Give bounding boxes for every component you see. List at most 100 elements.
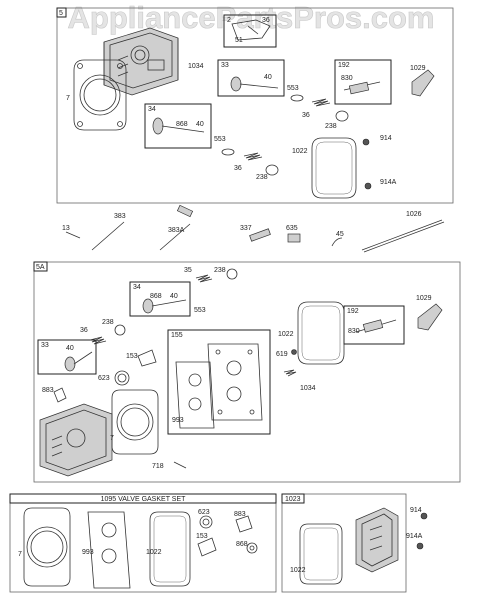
gasket-set-labels: 7 993 1022 623 883 153 868 (18, 509, 248, 558)
cover-labels: 914 914A 1022 (290, 507, 423, 574)
box-2-36 (223, 14, 277, 48)
label-1026: 1026 (406, 211, 422, 218)
label-40-box34: 40 (196, 121, 204, 128)
label-7-mid: 7 (110, 435, 114, 442)
spring-middle-upper (195, 274, 213, 283)
label-36-box: 36 (262, 17, 270, 24)
label-40-box33: 40 (66, 345, 74, 352)
label-553-lower: 553 (214, 136, 226, 143)
label-7-top: 7 (66, 95, 70, 102)
label-830-top: 830 (341, 75, 353, 82)
label-1034: 1034 (188, 63, 204, 70)
cylinder-head-top (103, 27, 179, 96)
label-40-mid: 40 (170, 293, 178, 300)
label-35: 35 (184, 267, 192, 274)
label-192-top: 192 (338, 62, 350, 69)
label-635: 635 (286, 225, 298, 232)
gasket-set-parts (23, 507, 258, 589)
label-383: 383 (114, 213, 126, 220)
label-718: 718 (152, 463, 164, 470)
label-34-mid: 34 (133, 284, 141, 291)
label-36-lower: 36 (234, 165, 242, 172)
gasket-155-parts (175, 343, 263, 429)
section-5-tag: 5 (59, 10, 63, 17)
valve-34-middle-part (142, 298, 187, 314)
screw-619 (291, 349, 297, 355)
gasket-set-title: 1095 VALVE GASKET SET (101, 496, 187, 503)
label-155: 155 (171, 332, 183, 339)
label-868-set: 868 (236, 541, 248, 548)
gasket-set-title-bar (9, 493, 277, 504)
ring-623-middle (114, 370, 130, 386)
label-553-top: 553 (287, 85, 299, 92)
label-238-mid: 238 (102, 319, 114, 326)
label-40-top: 40 (264, 74, 272, 81)
label-13: 13 (62, 225, 70, 232)
label-1034-mid: 1034 (300, 385, 316, 392)
box-34 (144, 103, 212, 149)
label-883-mid: 883 (42, 387, 54, 394)
head-gasket-top (73, 59, 127, 131)
cap-238-middle (114, 324, 126, 336)
valve-34-part (152, 117, 205, 135)
part-883-middle (53, 387, 67, 403)
label-914A-cover: 914A (406, 533, 423, 540)
label-33-mid: 33 (41, 342, 49, 349)
label-1029-mid: 1029 (416, 295, 432, 302)
head-gasket-middle (111, 389, 159, 455)
label-45: 45 (336, 231, 344, 238)
label-1022-set: 1022 (146, 549, 162, 556)
cover-tag-box (281, 493, 305, 504)
rocker-830-part (343, 81, 381, 95)
section-5-frame (56, 7, 454, 204)
label-153-mid: 153 (126, 353, 138, 360)
label-1029-top: 1029 (410, 65, 426, 72)
label-36-mid: 36 (80, 327, 88, 334)
label-868-mid: 868 (150, 293, 162, 300)
label-337: 337 (240, 225, 252, 232)
label-153-set: 153 (196, 533, 208, 540)
valve-33-part (230, 76, 279, 92)
valve-cover-gasket-middle-inner (301, 305, 341, 361)
label-1022-top: 1022 (292, 148, 308, 155)
box-155 (167, 329, 271, 435)
springs-top (221, 94, 372, 190)
loose-labels: 13 383 383A 337 635 45 1026 (62, 211, 422, 238)
label-7-set: 7 (18, 551, 22, 558)
label-238-mid-top: 238 (214, 267, 226, 274)
label-51: 51 (235, 37, 243, 44)
label-868-top: 868 (176, 121, 188, 128)
section-5A-tag-box (33, 261, 48, 272)
label-993-set: 993 (82, 549, 94, 556)
label-238-upper: 238 (325, 123, 337, 130)
label-1022-cover: 1022 (290, 567, 306, 574)
plate-153-middle (137, 349, 157, 367)
spring-1034-middle (283, 369, 297, 377)
section-5A-frame (33, 261, 461, 483)
label-830-mid: 830 (348, 328, 360, 335)
label-914-top: 914 (380, 135, 392, 142)
section-5A-tag: 5A (36, 264, 45, 271)
cover-tag: 1023 (285, 496, 301, 503)
top-labels: 2 51 36 1034 7 33 40 553 192 830 1029 34… (66, 17, 426, 186)
label-1022-mid: 1022 (278, 331, 294, 338)
box-192 (334, 59, 392, 105)
spring-36-middle (89, 336, 107, 345)
cap-238-middle-upper (226, 268, 238, 280)
rocker-arm-1029-top (411, 69, 435, 97)
box-33-middle (37, 339, 97, 375)
rocker-830-middle-part (355, 319, 397, 333)
label-623-mid: 623 (98, 375, 110, 382)
label-192-mid: 192 (347, 308, 359, 315)
label-914-cover: 914 (410, 507, 422, 514)
label-36-upper: 36 (302, 112, 310, 119)
bolt-718 (173, 461, 187, 469)
label-914A-top: 914A (380, 179, 397, 186)
loose-parts (65, 204, 445, 253)
label-993-mid: 993 (172, 417, 184, 424)
middle-labels: 35 238 34 868 40 553 1029 192 830 36 238… (41, 267, 432, 470)
label-238-lower: 238 (256, 174, 268, 181)
ring-623-middle-inner (117, 373, 127, 383)
box-34-middle (129, 281, 191, 317)
